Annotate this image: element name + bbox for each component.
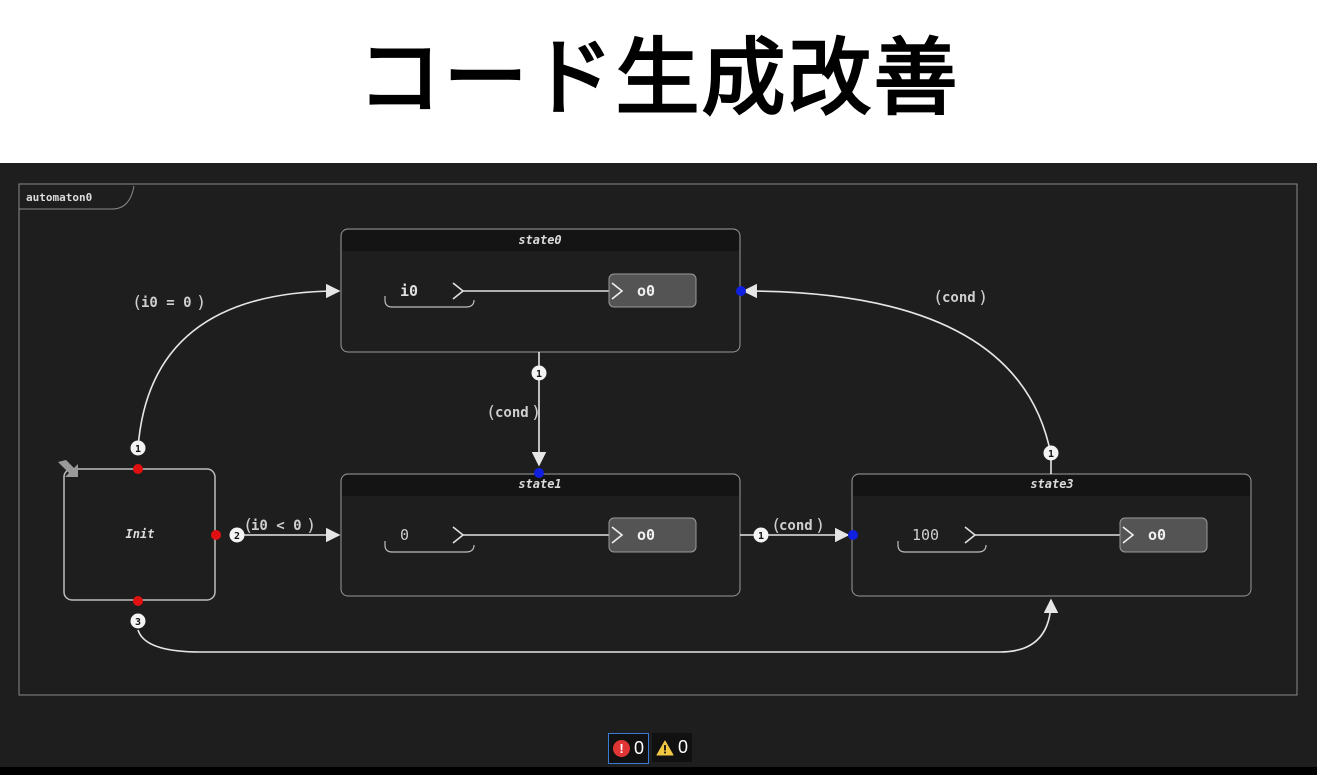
svg-text:cond: cond [495, 405, 529, 421]
input-port-state0[interactable]: i0 [400, 282, 418, 300]
target-port[interactable] [736, 286, 746, 296]
warning-count-button[interactable]: 0 [652, 733, 693, 762]
priority-badge: 3 [130, 613, 146, 629]
output-port-state1: o0 [637, 526, 655, 544]
state-box-state0[interactable]: state0 i0 o0 [340, 228, 741, 353]
problems-status[interactable]: ! 0 0 [608, 733, 693, 764]
state-title-state3: state3 [1030, 477, 1073, 491]
priority-badge: 1 [130, 440, 146, 456]
bottom-bar [0, 767, 1317, 775]
transition-init-state3[interactable] [137, 598, 1059, 653]
input-port-state1[interactable]: 0 [400, 526, 409, 544]
chevron-right-icon [611, 282, 624, 300]
source-port[interactable] [133, 464, 143, 474]
state-title-state0: state0 [518, 233, 561, 247]
svg-text:): ) [978, 288, 988, 308]
state-title-state1: state1 [518, 477, 561, 491]
error-count: 0 [634, 738, 645, 758]
svg-text:(: ( [933, 288, 943, 308]
priority-badge: 1 [753, 527, 769, 543]
svg-text:2: 2 [234, 531, 240, 542]
svg-text:): ) [196, 293, 206, 313]
svg-text:cond: cond [779, 518, 813, 534]
state-title-init: Init [126, 527, 155, 541]
input-port-state3[interactable]: 100 [912, 526, 939, 544]
input-bracket [897, 541, 987, 553]
state-box-state3[interactable]: state3 100 o0 [851, 473, 1252, 597]
automaton-frame[interactable] [18, 183, 1298, 696]
page-title: コード生成改善 [357, 29, 960, 127]
source-port[interactable] [133, 596, 143, 606]
error-count-button[interactable]: ! 0 [608, 733, 650, 764]
output-port-state0: o0 [637, 282, 655, 300]
chevron-right-icon [1122, 526, 1135, 544]
svg-text:cond: cond [942, 290, 976, 306]
priority-badge: 1 [1043, 445, 1059, 461]
svg-text:(: ( [243, 516, 253, 536]
transition-state3-state0[interactable] [742, 283, 1052, 474]
priority-badge: 2 [229, 527, 245, 543]
automaton-tab [19, 185, 135, 210]
state-box-init[interactable]: Init [63, 468, 216, 601]
target-port[interactable] [534, 468, 544, 478]
svg-text:): ) [306, 516, 316, 536]
title-band: コード生成改善 [0, 0, 1317, 163]
warning-icon [656, 740, 674, 755]
error-icon: ! [613, 740, 630, 757]
svg-text:i0 < 0: i0 < 0 [251, 518, 302, 534]
input-bracket [384, 541, 475, 553]
source-port[interactable] [211, 530, 221, 540]
svg-text:(: ( [771, 516, 781, 536]
guard-label[interactable]: ( cond ) [933, 288, 988, 308]
output-box-state3[interactable] [1119, 517, 1208, 553]
guard-label[interactable]: ( i0 = 0 ) [132, 293, 206, 313]
svg-text:(: ( [486, 403, 496, 423]
initial-state-arrow-icon [58, 460, 78, 477]
transition-init-state0[interactable] [137, 283, 341, 449]
chevron-right-icon [611, 526, 624, 544]
guard-label[interactable]: ( cond ) [771, 516, 825, 536]
svg-text:3: 3 [135, 617, 141, 628]
output-box-state0[interactable] [608, 273, 697, 308]
svg-text:(: ( [132, 293, 142, 313]
output-port-state3: o0 [1148, 526, 1166, 544]
svg-text:i0 = 0: i0 = 0 [141, 295, 192, 311]
state-box-state1[interactable]: state1 0 o0 [340, 473, 741, 597]
target-port[interactable] [848, 530, 858, 540]
svg-text:): ) [815, 516, 825, 536]
svg-text:1: 1 [536, 369, 542, 380]
input-bracket [384, 296, 475, 308]
guard-label[interactable]: ( i0 < 0 ) [243, 516, 316, 536]
svg-text:1: 1 [1048, 449, 1054, 460]
warning-count: 0 [678, 737, 689, 757]
priority-badge: 1 [531, 365, 547, 381]
output-box-state1[interactable] [608, 517, 697, 553]
guard-label[interactable]: ( cond ) [486, 403, 541, 423]
svg-text:1: 1 [758, 531, 764, 542]
automaton-label: automaton0 [26, 191, 92, 204]
svg-text:): ) [531, 403, 541, 423]
svg-text:1: 1 [135, 444, 141, 455]
